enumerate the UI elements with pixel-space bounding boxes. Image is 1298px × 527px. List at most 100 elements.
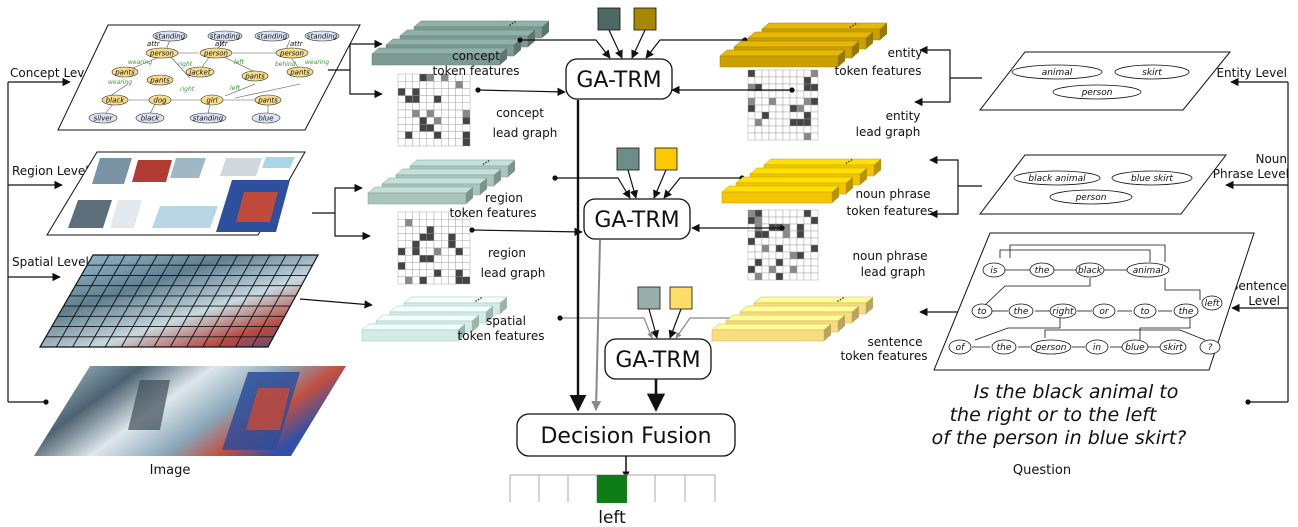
region-lead-graph-cell — [419, 226, 428, 234]
scene-top-nodes: standing standing standing standing — [152, 30, 340, 42]
np-token-bars — [721, 158, 882, 204]
concept-lead-graph-cell — [397, 73, 406, 82]
region-lead-graph-cell — [412, 211, 420, 220]
sentence-token-bars-dot — [842, 297, 844, 299]
region-lead-graph-cell — [419, 247, 428, 256]
np-lead-graph-cell — [775, 272, 784, 281]
entity-lead-graph-cell — [775, 90, 784, 99]
region-lead-graph-cell — [462, 240, 471, 249]
region-lead-graph-cell — [426, 262, 435, 270]
spatial-grid-col — [55, 254, 110, 348]
concept-lead-graph-cell — [405, 124, 413, 132]
concept-lead-graph-cell — [462, 124, 471, 132]
np-lead-graph-cell — [803, 258, 812, 267]
region-lead-graph-cell — [455, 218, 464, 227]
spatial-grid-col — [153, 254, 206, 348]
entity-lead-graph-cell — [747, 132, 756, 141]
concept-lead-graph-cell — [405, 88, 413, 96]
sentence-token-bars-dot — [839, 298, 842, 301]
spatial-grid-col — [72, 254, 126, 348]
region-lead-graph-cell — [419, 211, 428, 220]
region-lead-graph-cell — [448, 262, 456, 270]
np-token-bars-dot — [848, 160, 850, 163]
entity-lead-graph-cell — [747, 69, 756, 78]
np-lead-graph-cell — [747, 272, 756, 281]
region-lead-graph-cell — [462, 226, 471, 234]
text-token-bars — [711, 22, 888, 342]
entity-plane: animal skirt person — [978, 51, 1232, 111]
entity-token-label-1: entity — [888, 46, 923, 60]
entity-lead-graph-cell — [782, 90, 791, 99]
concept-lead-graph-cell — [462, 95, 471, 103]
np-lead-graph-cell — [775, 237, 784, 246]
np-lead-graph-cell — [782, 237, 791, 246]
entity-lead-graph-cell — [775, 125, 784, 134]
svg-text:behind: behind — [275, 61, 296, 68]
svg-text:or: or — [1099, 307, 1110, 317]
entity-lead-graph-cell — [747, 97, 756, 106]
region-lead-graph-cell — [397, 226, 406, 234]
concept-lead-graph-cell — [397, 102, 406, 111]
np-lead-graph-cell — [810, 244, 819, 253]
concept-lead-graph-cell — [448, 95, 456, 103]
region-token-bars-dot — [482, 163, 485, 165]
entity-lead-graph-cell — [768, 90, 777, 99]
entity-lead-graph-cell — [768, 97, 777, 106]
region-lead-graph-cell — [405, 218, 413, 227]
entity-lead-graph-cell — [775, 97, 784, 106]
svg-text:right: right — [178, 61, 193, 68]
concept-lead-graph-cell — [462, 80, 471, 89]
concept-lead-graph-cell — [412, 131, 420, 140]
concept-graph-label-2: lead graph — [493, 126, 558, 140]
svg-text:skirt: skirt — [1142, 68, 1162, 78]
region-lead-graph-cell — [412, 262, 420, 270]
entity-lead-graph-cell — [768, 125, 777, 134]
entity-lead-graph-cell — [796, 125, 805, 134]
np-lead-graph-cell — [796, 272, 805, 281]
concept-lead-graph-cell — [448, 109, 456, 118]
entity-level-label: Entity Level — [1216, 66, 1287, 80]
svg-text:pants: pants — [289, 69, 310, 77]
entity-lead-graph-cell — [754, 125, 763, 134]
entity-lead-graph-cell — [768, 76, 777, 85]
concept-lead-graph-cell — [462, 116, 471, 125]
region-lead-graph-cell — [419, 218, 428, 227]
region-lead-graph-cell — [455, 233, 464, 242]
entity-lead-graph-cell — [747, 118, 756, 127]
np-lead-graph-cell — [796, 209, 805, 218]
svg-text:animal: animal — [1133, 266, 1164, 276]
question-line-3: of the person in blue skirt? — [932, 427, 1187, 449]
entity-lead-graph-cell — [775, 69, 784, 78]
np-lead-graph-cell — [803, 209, 812, 218]
np-lead-graph-cell — [782, 216, 791, 225]
entity-lead-graph-cell — [761, 69, 770, 78]
region-lead-graph-cell — [419, 269, 428, 278]
sentence-plane: is the black animal to the right or to t… — [933, 232, 1255, 371]
np-lead-graph-cell — [761, 258, 770, 267]
entity-lead-graph-cell — [789, 97, 798, 106]
np-token-label-1: noun phrase — [855, 187, 930, 201]
svg-text:GA-TRM: GA-TRM — [615, 348, 700, 373]
concept-lead-graph-cell — [455, 116, 464, 125]
np-lead-graph-cell — [803, 223, 812, 232]
region-lead-graph-cell — [441, 247, 449, 256]
concept-lead-graph-cell — [441, 116, 449, 125]
np-lead-graph-cell — [810, 223, 819, 232]
region-lead-graph-cell — [448, 269, 456, 278]
region-lead-graph-cell — [433, 218, 442, 227]
concept-lead-graph-cell — [419, 73, 428, 82]
region-lead-graph-cell — [412, 226, 420, 234]
region-token-label-1: region — [485, 191, 523, 205]
np-token-label-2: token features — [847, 204, 934, 218]
entity-lead-graph-cell — [754, 132, 763, 141]
np-lead-graph-cell — [754, 251, 763, 260]
np-lead-graph-cell — [810, 209, 819, 218]
region-lead-graph-cell — [433, 233, 442, 242]
entity-lead-graph-cell — [789, 76, 798, 85]
np-lead-graph — [747, 209, 819, 281]
np-lead-graph-cell — [754, 216, 763, 225]
concept-lead-graph-cell — [426, 95, 435, 103]
np-lead-graph-cell — [789, 272, 798, 281]
region-lead-graph-cell — [441, 240, 449, 249]
region-lead-graph-cell — [419, 240, 428, 249]
